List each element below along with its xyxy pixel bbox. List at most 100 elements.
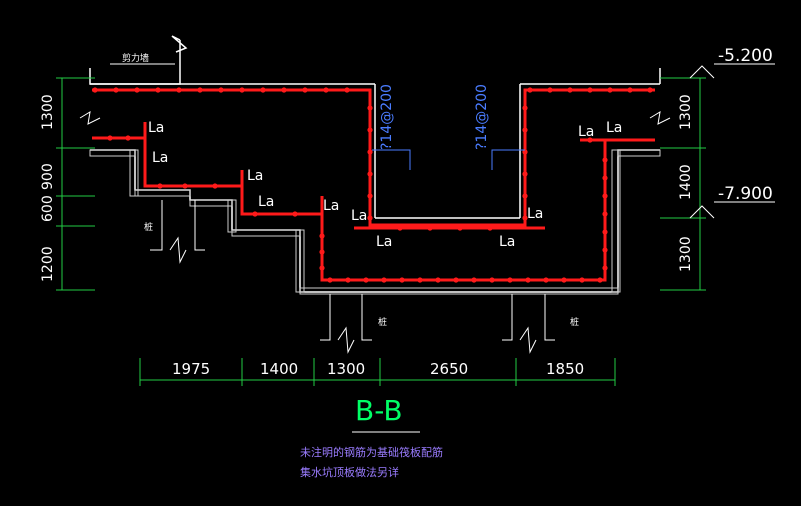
rebar-dot xyxy=(367,193,373,199)
break-marks xyxy=(79,111,671,125)
dim-left-4: 1200 xyxy=(40,246,56,282)
rebar-dot xyxy=(522,149,528,155)
rebar-dot xyxy=(522,127,528,133)
dim-bottom-4: 2650 xyxy=(430,360,468,378)
rebar-note-right: ?14@200 xyxy=(474,84,490,150)
rebar-dot xyxy=(182,183,188,189)
pile-label: 桩 xyxy=(378,316,387,328)
rebar-dot xyxy=(602,193,608,199)
rebar-dot xyxy=(399,277,405,283)
pile-labels: 桩 桩 桩 xyxy=(144,221,579,328)
rebar-dot xyxy=(363,277,369,283)
rebar-dot xyxy=(567,87,573,93)
rebar-dot xyxy=(345,277,351,283)
elevation-marks xyxy=(689,63,775,219)
rebar-dot xyxy=(647,87,653,93)
rebar-dot xyxy=(487,225,493,231)
rebar-dot xyxy=(92,87,98,93)
elevation-top: -5.200 xyxy=(718,46,773,66)
piles xyxy=(150,200,555,354)
rebar-dot xyxy=(218,87,224,93)
rebar-dot xyxy=(367,171,373,177)
rebar-notes: ?14@200 ?14@200 xyxy=(372,84,525,170)
rebar-dot xyxy=(157,183,163,189)
rebar-dot xyxy=(344,87,350,93)
rebar-dot xyxy=(155,87,161,93)
rebar-dot xyxy=(319,233,325,239)
la-label: La xyxy=(578,124,594,140)
bottom-dimensions xyxy=(139,358,616,386)
dim-left-1: 1300 xyxy=(40,94,56,130)
rebar-dot xyxy=(602,265,608,271)
rebar-dot xyxy=(527,87,533,93)
rebar-dot xyxy=(522,193,528,199)
rebar-dot xyxy=(427,225,433,231)
la-label: La xyxy=(258,194,274,210)
dim-right-1: 1300 xyxy=(678,94,694,130)
rebar-dot xyxy=(327,277,333,283)
rebar-dot xyxy=(302,87,308,93)
rebar-note-left: ?14@200 xyxy=(379,84,395,150)
rebar-dot xyxy=(547,87,553,93)
la-label: La xyxy=(351,208,367,224)
rebar-dot xyxy=(602,157,608,163)
rebar-dot xyxy=(579,277,585,283)
rebar-dot xyxy=(417,277,423,283)
rebar-dot xyxy=(367,105,373,111)
rebar-dot xyxy=(522,171,528,177)
wall-label: 剪力墙 xyxy=(122,52,149,64)
rebar-dot xyxy=(319,249,325,255)
la-label: La xyxy=(527,206,543,222)
concrete-hatch xyxy=(89,149,661,295)
rebar-dot xyxy=(627,87,633,93)
rebar-dot xyxy=(252,211,258,217)
rebar-dot xyxy=(197,87,203,93)
rebar-dot xyxy=(457,225,463,231)
rebar-dot xyxy=(507,277,513,283)
dim-left-3: 600 xyxy=(40,195,56,222)
rebar-dot xyxy=(525,277,531,283)
dim-bottom-1: 1975 xyxy=(172,360,210,378)
dim-right-3: 1300 xyxy=(678,236,694,272)
dim-bottom-5: 1850 xyxy=(546,360,584,378)
la-label: La xyxy=(606,120,622,136)
rebar-dot xyxy=(602,229,608,235)
rebar-dot xyxy=(367,149,373,155)
rebar-dot xyxy=(367,215,373,221)
rebar-dot xyxy=(602,211,608,217)
la-label: La xyxy=(376,234,392,250)
rebar-dot xyxy=(125,135,131,141)
left-dimensions: 1300 900 600 1200 xyxy=(40,77,95,291)
rebar-dot xyxy=(381,277,387,283)
rebar-dot xyxy=(587,87,593,93)
rebar-dot xyxy=(471,277,477,283)
dim-bottom-2: 1400 xyxy=(260,360,298,378)
note-line-1: 未注明的钢筋为基础筏板配筋 xyxy=(300,445,443,459)
rebar-dot xyxy=(281,87,287,93)
rebar-dot xyxy=(292,211,298,217)
section-title: B-B xyxy=(355,394,403,427)
right-dimensions: 1300 1400 1300 xyxy=(660,77,706,291)
rebar-dots xyxy=(92,87,653,283)
rebar-dot xyxy=(587,137,593,143)
rebar-dot xyxy=(176,87,182,93)
rebar-dot xyxy=(113,87,119,93)
rebar-dot xyxy=(453,277,459,283)
la-label: La xyxy=(499,234,515,250)
rebar-dot xyxy=(323,87,329,93)
rebar-dot xyxy=(522,105,528,111)
rebar-dot xyxy=(260,87,266,93)
la-label: La xyxy=(247,168,263,184)
wall-label-group: 剪力墙 xyxy=(110,52,175,65)
rebar-dot xyxy=(319,265,325,271)
la-label: La xyxy=(323,198,339,214)
anchorage-labels: La La La La La La La La La La La xyxy=(148,120,622,250)
rebar-dot xyxy=(367,127,373,133)
dim-right-2: 1400 xyxy=(678,164,694,200)
rebar-dot xyxy=(239,87,245,93)
rebar-dot xyxy=(212,183,218,189)
elevation-bottom: -7.900 xyxy=(718,184,773,204)
rebar-dot xyxy=(597,277,603,283)
rebar-dot xyxy=(543,277,549,283)
